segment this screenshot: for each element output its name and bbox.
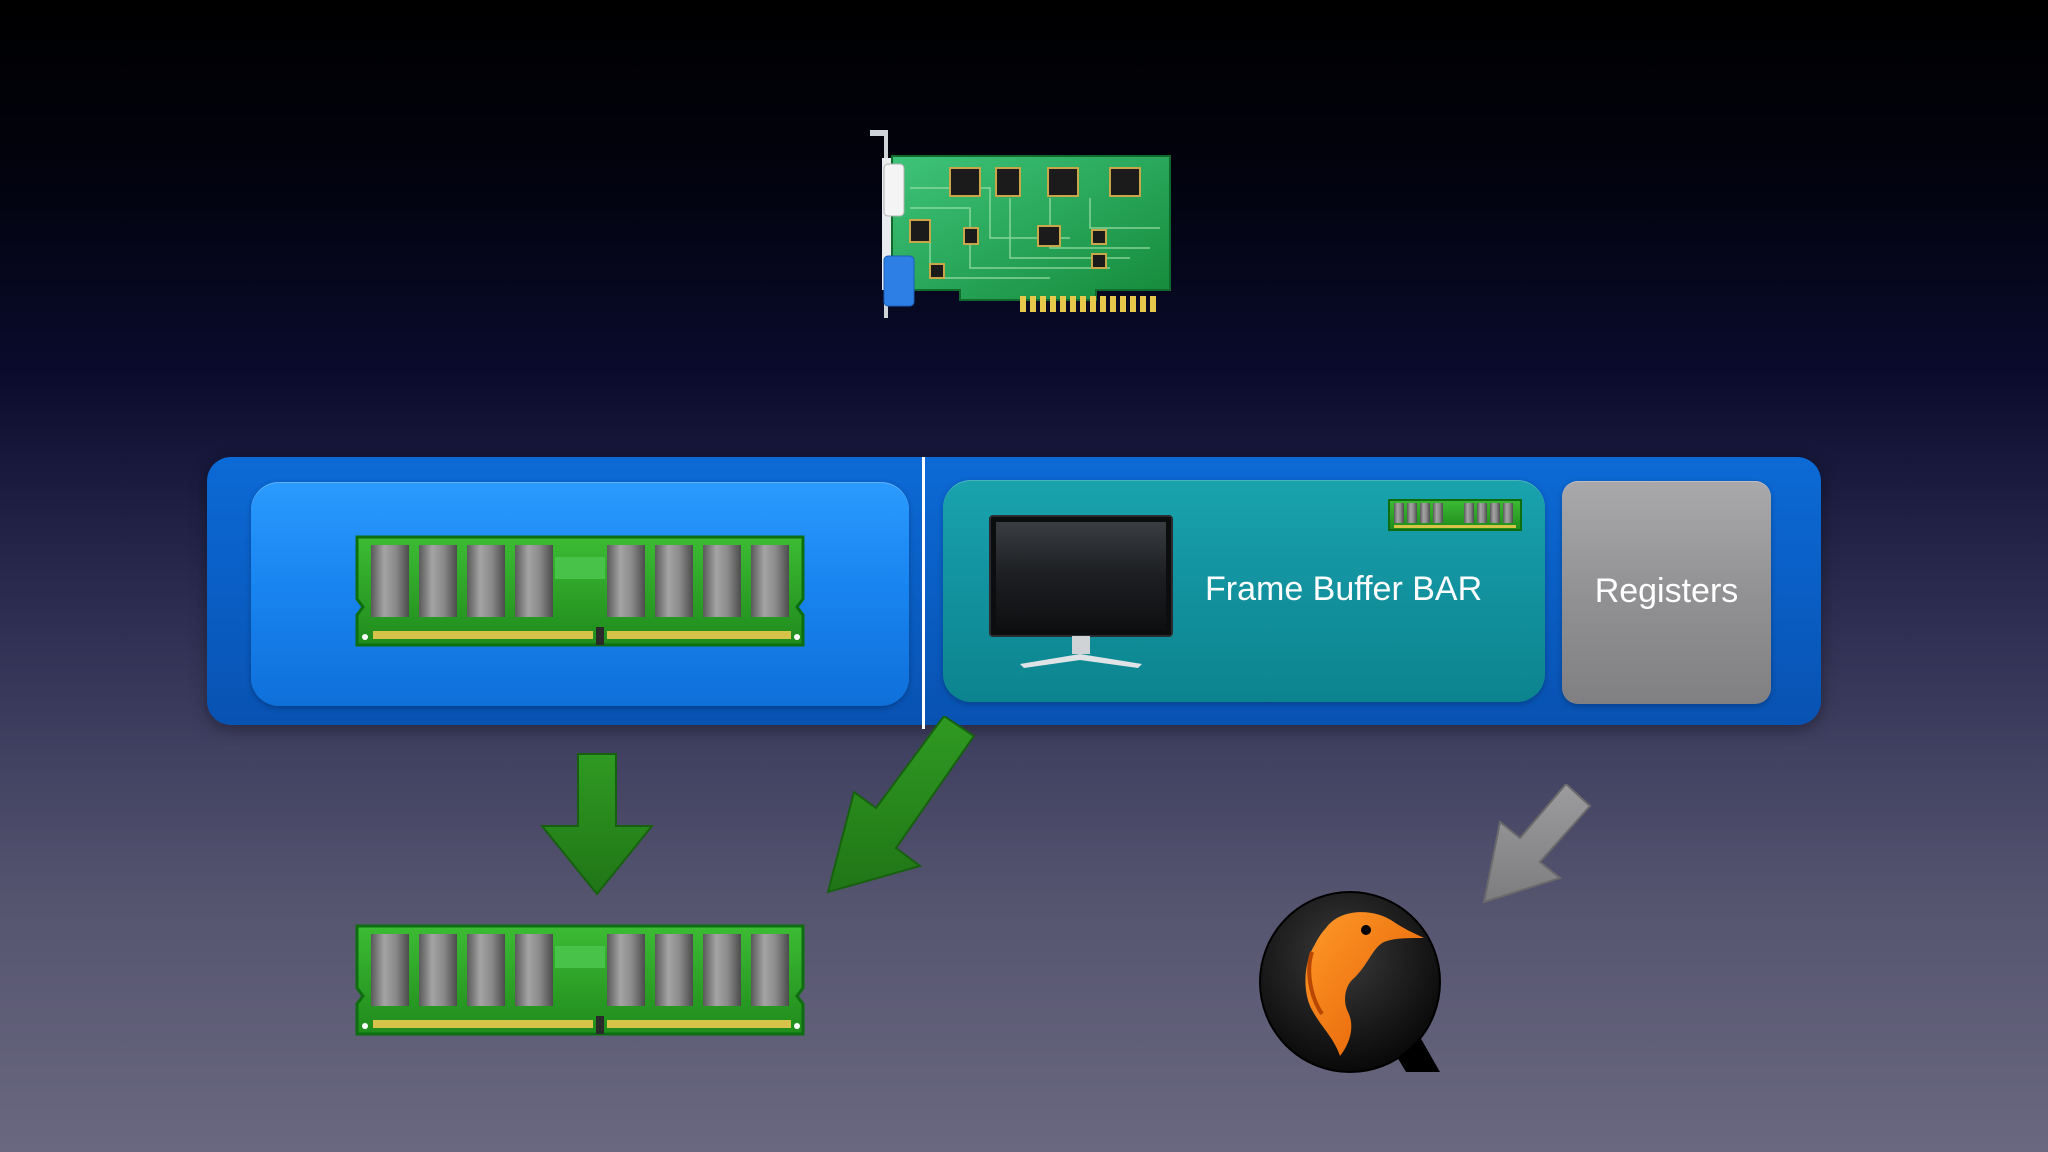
monitor-icon <box>989 515 1173 668</box>
qemu-logo-icon <box>1259 891 1441 1073</box>
diagonal-arrow-left <box>826 716 976 894</box>
diagonal-arrow-right <box>1482 784 1592 904</box>
ram-module-icon <box>355 924 805 1036</box>
registers-label: Registers <box>1594 572 1739 610</box>
registers-panel <box>1562 481 1771 704</box>
graphics-card-icon <box>870 130 1171 318</box>
small-ram-module-icon <box>1388 499 1522 531</box>
down-arrow <box>540 753 654 896</box>
frame-buffer-bar-label: Frame Buffer BAR <box>1205 570 1483 608</box>
ram-module-icon <box>355 535 805 647</box>
section-divider <box>922 457 925 729</box>
